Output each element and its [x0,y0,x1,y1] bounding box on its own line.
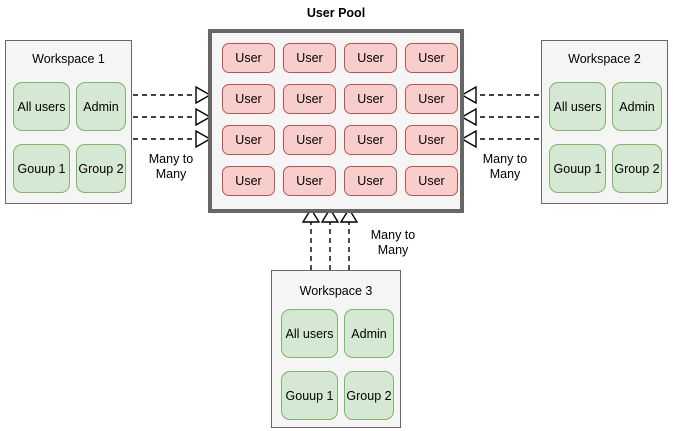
workspace-2-group-gouup-1[interactable]: Gouup 1 [549,144,606,193]
connector-workspace3-to-pool [301,207,359,270]
connector-label-bottom: Many to Many [370,228,416,257]
workspace-3-group-admin[interactable]: Admin [344,309,394,358]
workspace-1-group-all-users[interactable]: All users [13,82,70,131]
workspace-3-group-all-users[interactable]: All users [281,309,338,358]
workspace-3-container: Workspace 3 All users Admin Gouup 1 Grou… [271,270,401,428]
connector-workspace2-to-pool [460,85,539,149]
workspace-3-title: Workspace 3 [299,284,373,298]
workspace-2-group-all-users[interactable]: All users [549,82,606,131]
workspace-1-group-gouup-1[interactable]: Gouup 1 [13,144,70,193]
workspace-2-group-group-2[interactable]: Group 2 [612,144,662,193]
user-pool-title: User Pool [306,6,366,20]
user-chip[interactable]: User [283,166,336,196]
workspace-3-group-group-2[interactable]: Group 2 [344,371,394,420]
user-chip[interactable]: User [283,84,336,114]
workspace-1-title: Workspace 1 [32,52,105,66]
user-chip[interactable]: User [222,125,275,155]
user-chip[interactable]: User [344,166,397,196]
workspace-1-container: Workspace 1 All users Admin Gouup 1 Grou… [5,40,132,204]
workspace-2-group-admin[interactable]: Admin [612,82,662,131]
user-chip[interactable]: User [283,125,336,155]
connector-label-left: Many to Many [148,152,194,181]
user-chip[interactable]: User [344,84,397,114]
workspace-3-group-gouup-1[interactable]: Gouup 1 [281,371,338,420]
user-chip[interactable]: User [344,125,397,155]
user-chip[interactable]: User [222,166,275,196]
user-chip[interactable]: User [405,43,458,73]
user-chip[interactable]: User [344,43,397,73]
workspace-1-group-admin[interactable]: Admin [76,82,126,131]
user-chip[interactable]: User [405,84,458,114]
user-chip[interactable]: User [405,125,458,155]
workspace-2-title: Workspace 2 [568,52,641,66]
connector-workspace1-to-pool [133,85,212,149]
connector-label-right: Many to Many [482,152,528,181]
user-chip[interactable]: User [405,166,458,196]
user-pool-container: User User User User User User User User … [208,29,464,213]
user-chip[interactable]: User [222,84,275,114]
workspace-2-container: Workspace 2 All users Admin Gouup 1 Grou… [541,40,668,204]
workspace-1-group-group-2[interactable]: Group 2 [76,144,126,193]
user-chip[interactable]: User [283,43,336,73]
user-chip[interactable]: User [222,43,275,73]
